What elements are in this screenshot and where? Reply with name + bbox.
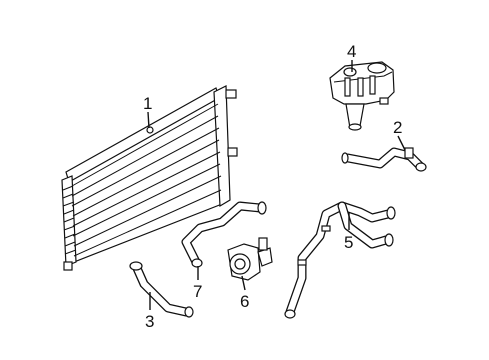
- callout-3: 3: [145, 312, 154, 331]
- callout-4: 4: [347, 42, 356, 61]
- callout-2: 2: [393, 118, 402, 137]
- callout-5: 5: [344, 233, 353, 252]
- callout-1: 1: [143, 94, 152, 113]
- hose-2: [341, 147, 427, 172]
- hose-5: [284, 201, 396, 319]
- hose-7: [181, 201, 267, 268]
- coolant-reservoir: [329, 61, 395, 131]
- callout-6: 6: [240, 292, 249, 311]
- hose-3: [129, 261, 194, 318]
- radiator: [61, 85, 238, 271]
- callout-7: 7: [193, 282, 202, 301]
- thermostat-housing: [227, 237, 273, 281]
- callout-leaders: [147, 60, 406, 310]
